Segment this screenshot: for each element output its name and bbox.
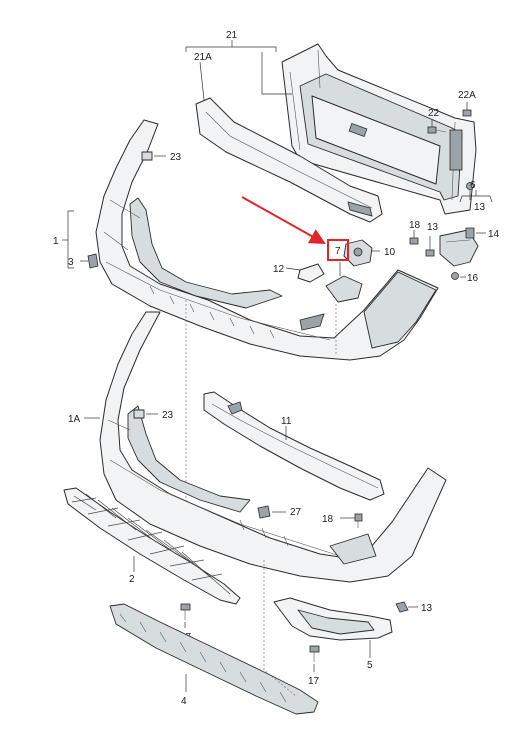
callout-5: 5 (367, 660, 373, 671)
callout-14: 14 (488, 229, 500, 240)
callout-22A: 22A (458, 90, 476, 101)
screw-22 (427, 120, 447, 134)
pointer-arrow (241, 196, 326, 244)
cover-7 (325, 262, 363, 303)
callout-23-upper: 23 (170, 152, 182, 163)
callout-11: 11 (281, 416, 292, 427)
clip-23-lower (133, 409, 158, 419)
callout-7: 7 (335, 246, 341, 257)
clip-27 (257, 505, 286, 519)
screw-17-center (180, 603, 191, 628)
screw-18-upper (409, 230, 419, 245)
callout-23-lower: 23 (162, 410, 174, 421)
spoiler-4 (109, 603, 319, 715)
callout-18-upper: 18 (409, 220, 421, 231)
highlight-box (327, 239, 349, 261)
label-1-bracket (67, 210, 74, 269)
screw-13-mid (425, 236, 435, 257)
screw-22A (462, 102, 472, 117)
callout-12: 12 (273, 264, 285, 275)
callout-18-lower: 18 (322, 514, 334, 525)
label-21-bracket (185, 40, 292, 101)
screw-18-lower (340, 513, 363, 528)
cap-12 (285, 263, 325, 283)
absorber-11 (203, 391, 385, 501)
bumper-cover-1A (99, 311, 447, 583)
callout-13-upper-right: 13 (474, 202, 486, 213)
callout-22: 22 (428, 108, 440, 119)
clip-23-upper (141, 151, 166, 161)
side-bracket-6 (439, 182, 479, 267)
callout-1: 1 (53, 236, 59, 247)
callout-13-mid: 13 (427, 222, 439, 233)
callout-21: 21 (226, 30, 238, 41)
callout-10: 10 (384, 247, 396, 258)
grille-2 (63, 487, 241, 605)
upper-carrier-21A (195, 97, 383, 223)
bracket-10 (343, 239, 380, 267)
screw-16 (451, 272, 466, 280)
callout-3: 3 (68, 257, 74, 268)
screw-17-right (309, 645, 320, 672)
bumper-cover-1 (95, 119, 439, 361)
callout-21A: 21A (194, 52, 212, 63)
bezel-5 (273, 597, 393, 641)
radiator-support-21 (281, 43, 477, 215)
callout-1A: 1A (68, 414, 81, 425)
callout-27: 27 (290, 507, 302, 518)
screw-13-lower (395, 601, 418, 613)
callout-6: 6 (470, 180, 476, 191)
callout-16: 16 (467, 273, 479, 284)
callout-13-lower: 13 (421, 603, 433, 614)
screw-14 (465, 227, 486, 239)
callout-17-right: 17 (308, 676, 320, 687)
callout-4: 4 (181, 696, 187, 707)
clip-3 (80, 253, 99, 269)
callout-2: 2 (129, 574, 135, 585)
